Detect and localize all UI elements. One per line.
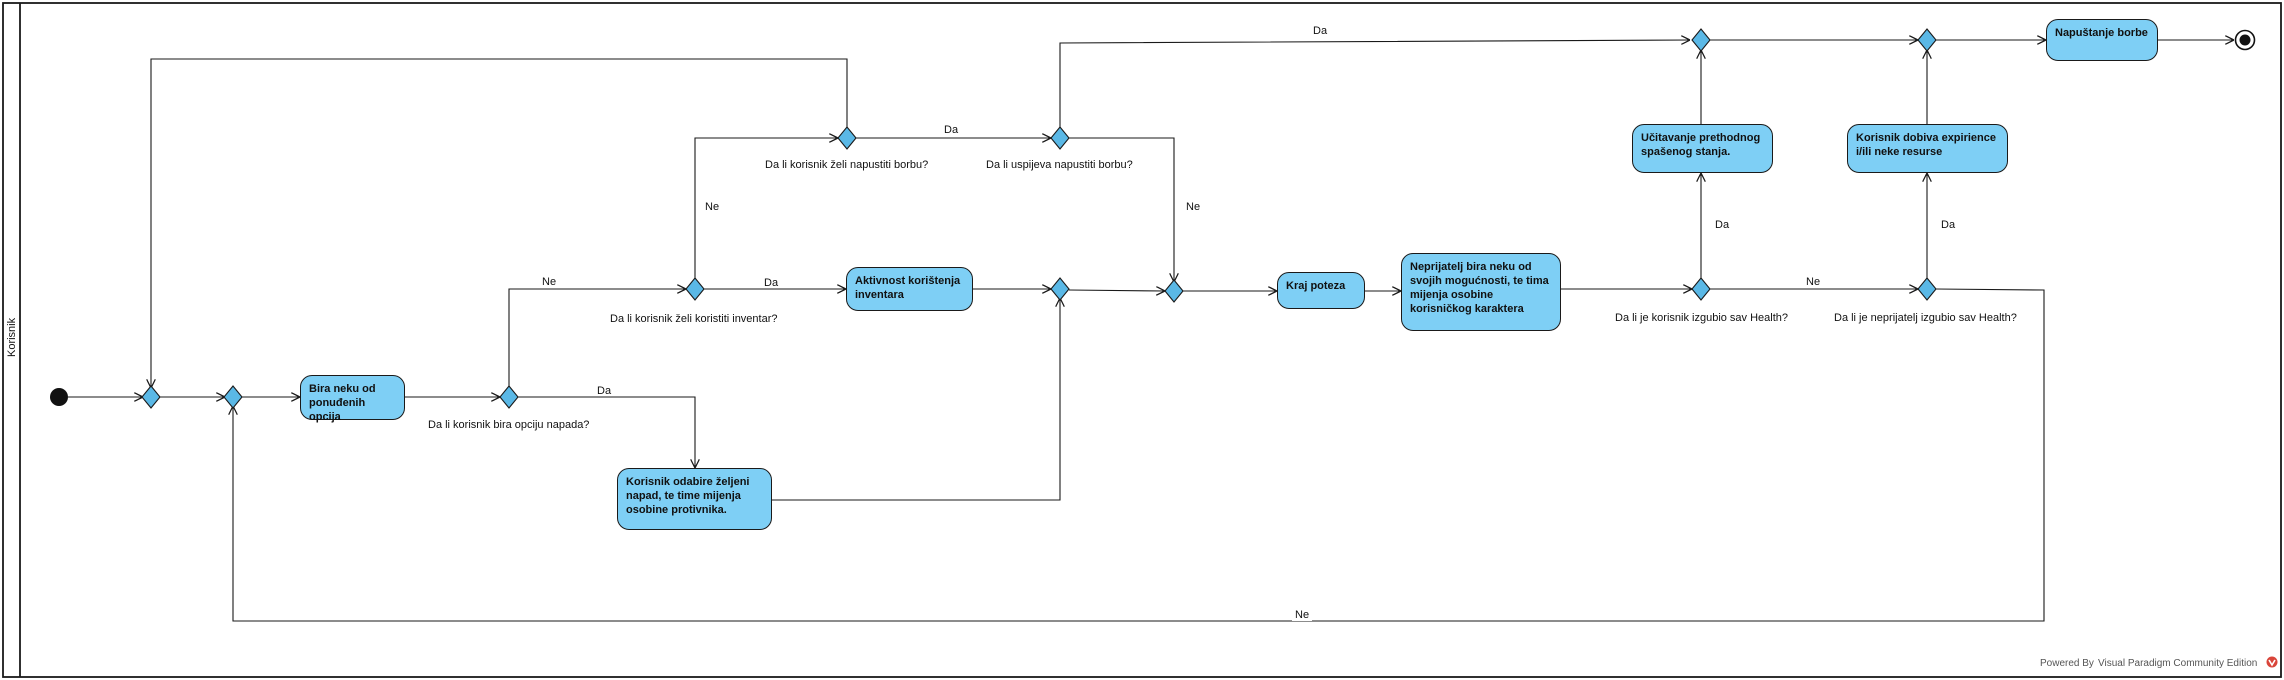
guard-da-neprijatelj-health: Da: [1941, 219, 1956, 231]
edge-d2-d3: [694, 138, 838, 280]
decision-inventar: [685, 277, 705, 301]
guard-ne-uspijeva: Ne: [1186, 201, 1201, 213]
action-ucitavanje-stanja[interactable]: Učitavanje prethodnog spašenog stanja.: [1632, 124, 1773, 173]
visual-paradigm-logo-icon: [2266, 656, 2278, 668]
decision-label-napustiti: Da li korisnik želi napustiti borbu?: [765, 159, 929, 171]
decision-napada: [499, 385, 519, 409]
decision-label-inventar: Da li korisnik želi koristiti inventar?: [610, 313, 778, 325]
guard-da-napustiti: Da: [944, 124, 959, 136]
edge-d4-mergetop1: [1059, 40, 1690, 129]
merge-node-top-2: [1917, 28, 1937, 52]
guard-ne-napada: Ne: [542, 276, 557, 288]
edge-d4-merge4: [1069, 137, 1174, 282]
decision-label-napada: Da li korisnik bira opciju napada?: [428, 419, 590, 431]
merge-node-top-1: [1691, 28, 1711, 52]
decision-uspijeva: [1050, 126, 1070, 150]
guard-ne-neprijatelj-health: Ne: [1292, 609, 1313, 621]
edge-d1-napad: [518, 396, 695, 468]
decision-label-uspijeva: Da li uspijeva napustiti borbu?: [986, 159, 1133, 171]
decision-napustiti: [837, 126, 857, 150]
decision-label-neprijatelj-health: Da li je neprijatelj izgubio sav Health?: [1834, 312, 2017, 324]
guard-da-korisnik-health: Da: [1715, 219, 1730, 231]
action-napustanje-borbe[interactable]: Napuštanje borbe: [2046, 19, 2158, 61]
edge-napad-merge3: [772, 298, 1060, 501]
action-dobiva-expirience[interactable]: Korisnik dobiva expirience i/ili neke re…: [1847, 124, 2008, 173]
footer-edition: Visual Paradigm Community Edition: [2098, 658, 2258, 669]
decision-label-korisnik-health: Da li je korisnik izgubio sav Health?: [1615, 312, 1789, 324]
guard-ne-inventar: Ne: [705, 201, 720, 213]
action-kraj-poteza[interactable]: Kraj poteza: [1277, 272, 1365, 309]
initial-node: [50, 388, 68, 406]
guard-ne-korisnik-health: Ne: [1806, 276, 1821, 288]
edge-d6-merge2: [233, 288, 2045, 622]
action-bira-opciju[interactable]: Bira neku od ponuđenih opcija: [300, 375, 405, 423]
swimlane-title: Korisnik: [6, 317, 18, 357]
edge-merge3-merge4: [1068, 290, 1165, 291]
merge-node-4: [1164, 279, 1184, 303]
decision-korisnik-health: [1691, 277, 1711, 301]
merge-node-1: [141, 385, 161, 409]
action-odabir-napada[interactable]: Korisnik odabire željeni napad, te time …: [617, 468, 772, 530]
guard-da-napada: Da: [597, 385, 612, 397]
guard-da-uspijeva: Da: [1313, 25, 1328, 37]
merge-node-2: [223, 385, 243, 409]
edge-d1-d2: [508, 289, 686, 388]
action-koristenje-inventara[interactable]: Aktivnost korištenja inventara: [846, 267, 973, 311]
final-node-core: [2239, 34, 2251, 46]
edge-d3-merge1: [151, 58, 848, 388]
decision-neprijatelj-health: [1917, 277, 1937, 301]
guard-da-inventar: Da: [764, 277, 779, 289]
merge-node-3: [1050, 277, 1070, 301]
footer-powered-by: Powered By: [2040, 658, 2094, 669]
action-neprijatelj-bira[interactable]: Neprijatelj bira neku od svojih mogućnos…: [1401, 253, 1561, 331]
